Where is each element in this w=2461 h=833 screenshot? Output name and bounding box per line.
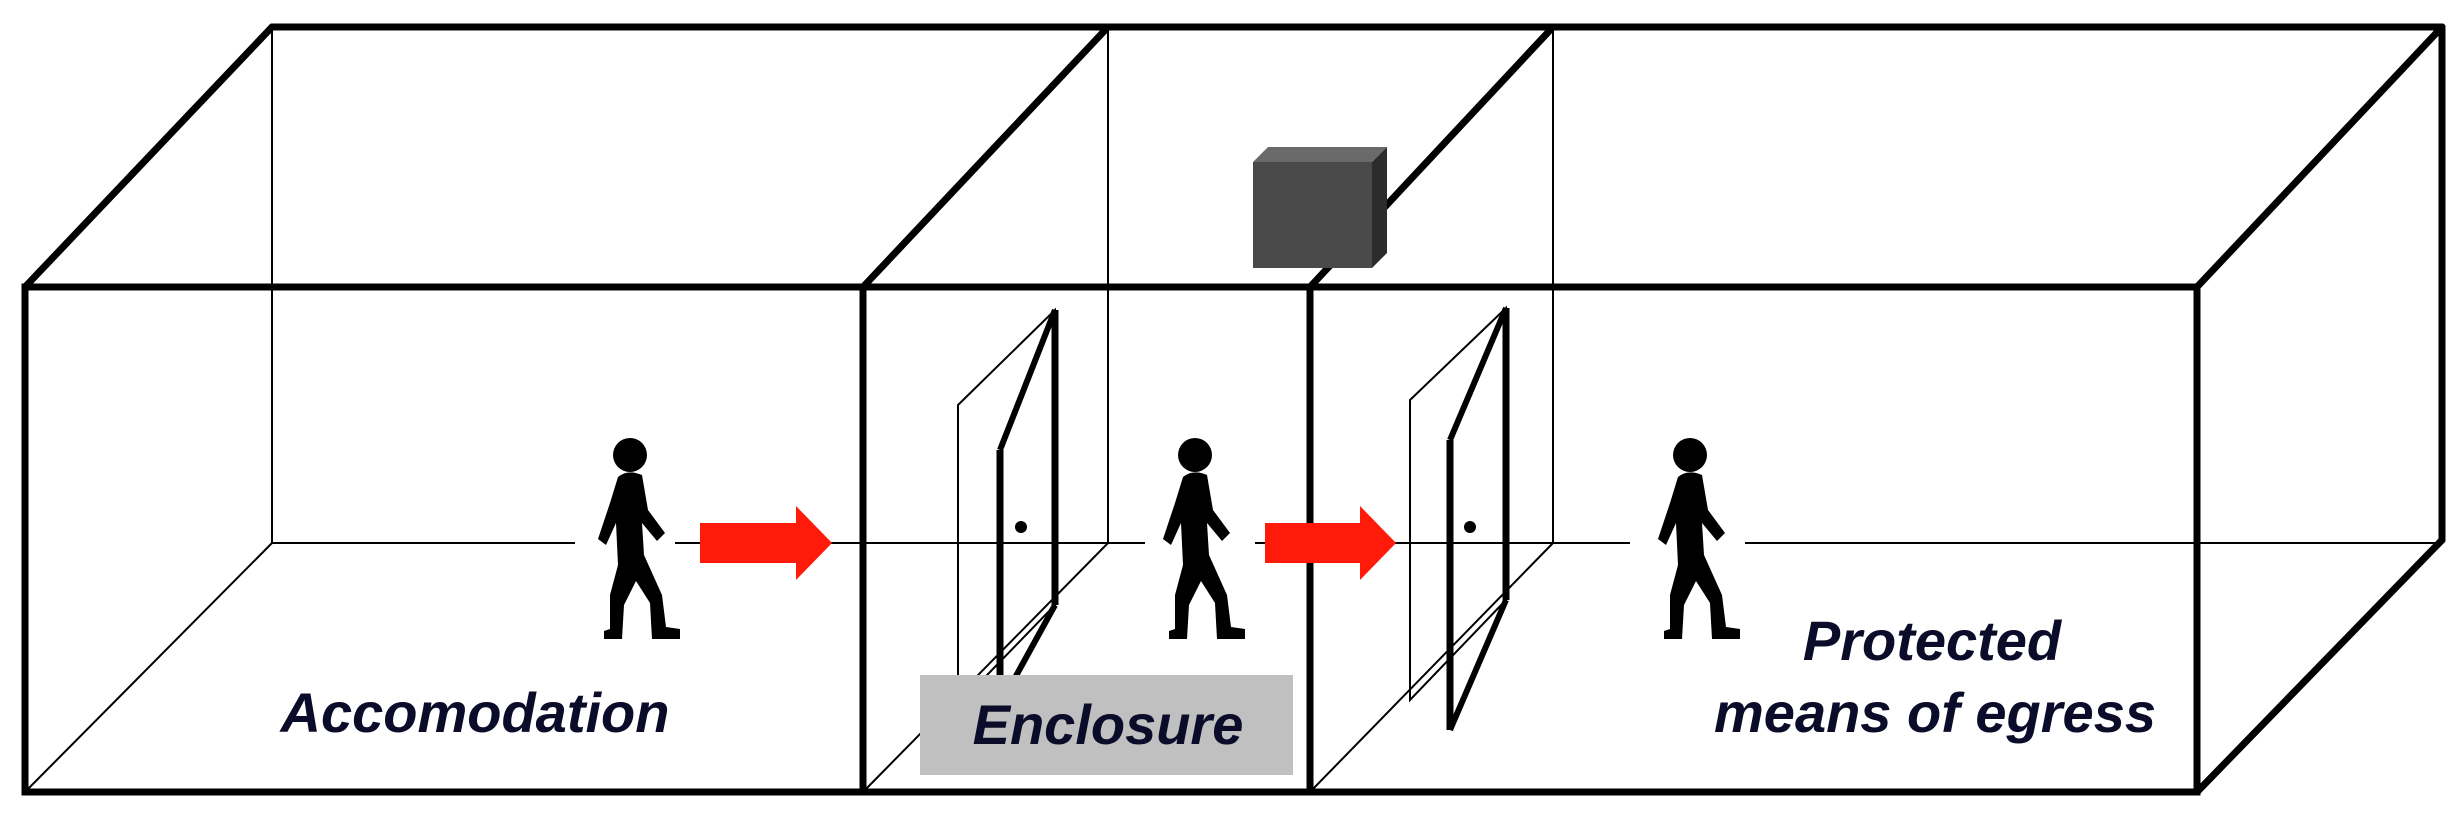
depth-lines-top [21, 23, 2446, 291]
depth-lines-bottom [24, 536, 2446, 796]
walking-person-icon [1658, 438, 1740, 639]
right-arrow-icon [1265, 506, 1396, 580]
back-frame [268, 23, 2446, 544]
open-door-icon [957, 307, 1059, 708]
accommodation-label: Accomodation [279, 681, 670, 744]
ceiling-device-cube-icon [1253, 147, 1387, 268]
enclosure-label-box [920, 675, 1293, 775]
walking-person-icon [1163, 438, 1245, 639]
walking-person-icon [598, 438, 680, 639]
open-door-icon [1409, 305, 1510, 732]
protected-label-line2: means of egress [1714, 681, 2156, 744]
enclosure-label: Enclosure [973, 693, 1244, 756]
protected-label-line1: Protected [1803, 609, 2063, 672]
right-arrow-icon [700, 506, 832, 580]
